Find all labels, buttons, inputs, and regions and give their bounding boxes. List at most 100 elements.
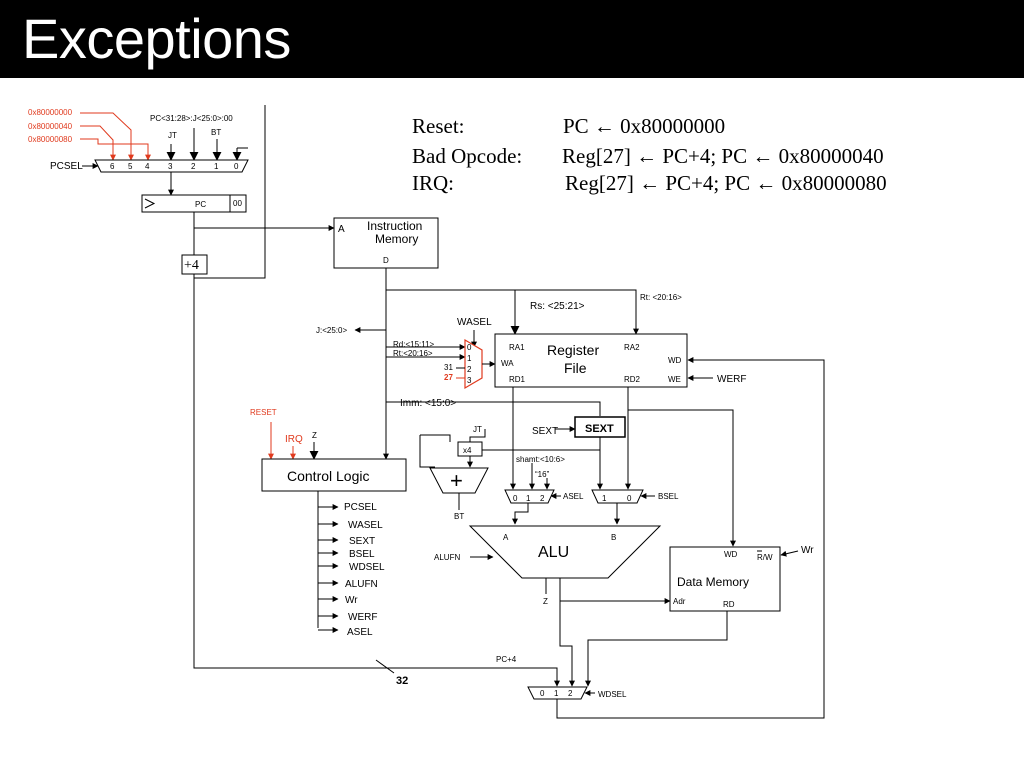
jt-label: JT	[168, 131, 177, 140]
wdsel-in-2: 2	[568, 689, 573, 698]
asel-mux: 0 1 2 ASEL	[504, 489, 584, 525]
dm-wd: WD	[724, 550, 738, 559]
rf-title-1: Register	[547, 342, 599, 358]
j-field: J:<25:0>	[316, 326, 347, 335]
asel-in-0: 0	[513, 494, 518, 503]
bsel-in-0: 0	[627, 494, 632, 503]
eq-badopcode-name: Bad Opcode:	[412, 144, 522, 168]
pc-register-label: PC	[195, 200, 206, 209]
alu-label: ALU	[538, 544, 569, 561]
sext-block: SEXT SEXT JT x4 + BT shamt:<10:6> “16”	[419, 416, 626, 521]
pc-addr-0: 0x80000000	[28, 108, 73, 117]
bt-label: BT	[211, 128, 221, 137]
imm-field: Imm: <15:0>	[400, 398, 456, 409]
wasel-mux: WASEL 0 1 2 3 31 27	[444, 317, 496, 390]
wdsel-label: WDSEL	[598, 690, 627, 699]
pcsel-in-2: 2	[191, 162, 196, 171]
ctrl-pcsel: PCSEL	[344, 502, 377, 513]
z-label: Z	[312, 431, 317, 440]
wasel-in-3: 3	[467, 376, 472, 385]
ctrl-wdsel: WDSEL	[349, 562, 385, 573]
ctrl-wr: Wr	[345, 595, 358, 606]
branch-adder	[429, 467, 489, 494]
rt-field2: Rt:<20:16>	[393, 349, 433, 358]
pc-addr-1: 0x80000040	[28, 122, 73, 131]
pc-addr-2: 0x80000080	[28, 135, 73, 144]
ctrl-wasel: WASEL	[348, 520, 383, 531]
eq-reset-name: Reset:	[412, 114, 465, 138]
control-logic-label: Control Logic	[287, 468, 370, 484]
instruction-memory: Instruction Memory A D	[333, 217, 439, 269]
eq-badopcode-expr: Reg[27] ← PC+4; PC ← 0x80000040	[562, 144, 884, 168]
pc-register	[141, 194, 231, 213]
dm-title: Data Memory	[677, 575, 749, 589]
sext-in-label: SEXT	[532, 426, 558, 437]
pc-register-low	[229, 194, 247, 213]
bus-width-label: 32	[396, 675, 408, 687]
ctrl-bsel: BSEL	[349, 549, 375, 560]
pc-register-low-label: 00	[233, 199, 242, 208]
imem-title-1: Instruction	[367, 219, 422, 233]
jt2-label: JT	[473, 425, 482, 434]
control-logic: RESET IRQ Z Control Logic PCSEL WASEL SE…	[250, 408, 407, 638]
rd-field: Rd:<15:11>	[393, 340, 435, 349]
rf-rd2: RD2	[624, 375, 641, 384]
ctrl-sext: SEXT	[349, 536, 375, 547]
wasel-in-1: 1	[467, 354, 472, 363]
x4-label: x4	[463, 446, 472, 455]
const16-label: “16”	[535, 470, 550, 479]
pcsel-in-5: 5	[128, 162, 133, 171]
asel-in-1: 1	[526, 494, 531, 503]
pcsel-in-6: 6	[110, 162, 115, 171]
asel-label: ASEL	[563, 492, 584, 501]
eq-irq-expr: Reg[27] ← PC+4; PC ← 0x80000080	[565, 171, 887, 195]
bsel-label: BSEL	[658, 492, 679, 501]
wasel-const-27: 27	[444, 373, 453, 382]
rf-we: WE	[668, 375, 681, 384]
wdsel-in-0: 0	[540, 689, 545, 698]
imem-title-2: Memory	[375, 232, 418, 246]
alufn-label: ALUFN	[434, 553, 460, 562]
title-bar: Exceptions	[0, 0, 1024, 78]
eq-reset-expr: PC ← 0x80000000	[563, 114, 725, 138]
wdsel-in-1: 1	[554, 689, 559, 698]
pcsel-in-4: 4	[145, 162, 150, 171]
dm-adr: Adr	[673, 597, 686, 606]
shamt-label: shamt:<10:6>	[516, 455, 565, 464]
rf-ra2: RA2	[624, 343, 640, 352]
alu-a: A	[503, 533, 509, 542]
rf-rd1: RD1	[509, 375, 526, 384]
ctrl-asel: ASEL	[347, 627, 373, 638]
rf-wa: WA	[501, 359, 514, 368]
dm-wr-label: Wr	[801, 545, 814, 556]
pcsel-in-0: 0	[234, 162, 239, 171]
dm-rd: RD	[723, 600, 735, 609]
ctrl-alufn: ALUFN	[345, 579, 378, 590]
irq-label: IRQ	[285, 434, 303, 445]
wasel-in-2: 2	[467, 365, 472, 374]
wasel-label: WASEL	[457, 317, 492, 328]
rs-field: Rs: <25:21>	[530, 301, 585, 312]
wasel-in-0: 0	[467, 343, 472, 352]
register-file: RA1 RA2 Register File WA WD RD1 RD2 WE W…	[494, 333, 746, 388]
wdsel-mux: PC+4 0 1 2 WDSEL 32	[375, 357, 825, 719]
dm-rw: R/W	[757, 553, 773, 562]
rf-wd: WD	[668, 356, 682, 365]
rt-field: Rt: <20:16>	[640, 293, 682, 302]
reset-label: RESET	[250, 408, 277, 417]
exception-equations: Reset: PC ← 0x80000000 Bad Opcode: Reg[2…	[412, 114, 887, 195]
pcsel-label: PCSEL	[50, 161, 83, 172]
alu: A B ALU ALUFN Z	[434, 525, 671, 687]
z2-label: Z	[543, 597, 548, 606]
imem-a: A	[338, 224, 345, 235]
rf-ra1: RA1	[509, 343, 525, 352]
wasel-const-31: 31	[444, 363, 453, 372]
werf-label: WERF	[717, 374, 746, 385]
pcsel-section: 0x80000000 0x80000040 0x80000080 PC<31:2…	[28, 105, 560, 687]
pcsel-in-1: 1	[214, 162, 219, 171]
alu-b: B	[611, 533, 616, 542]
bt2-label: BT	[454, 512, 464, 521]
pcsel-mux	[94, 159, 249, 173]
plus4-label: +4	[184, 258, 199, 273]
adder-plus: +	[450, 468, 463, 493]
